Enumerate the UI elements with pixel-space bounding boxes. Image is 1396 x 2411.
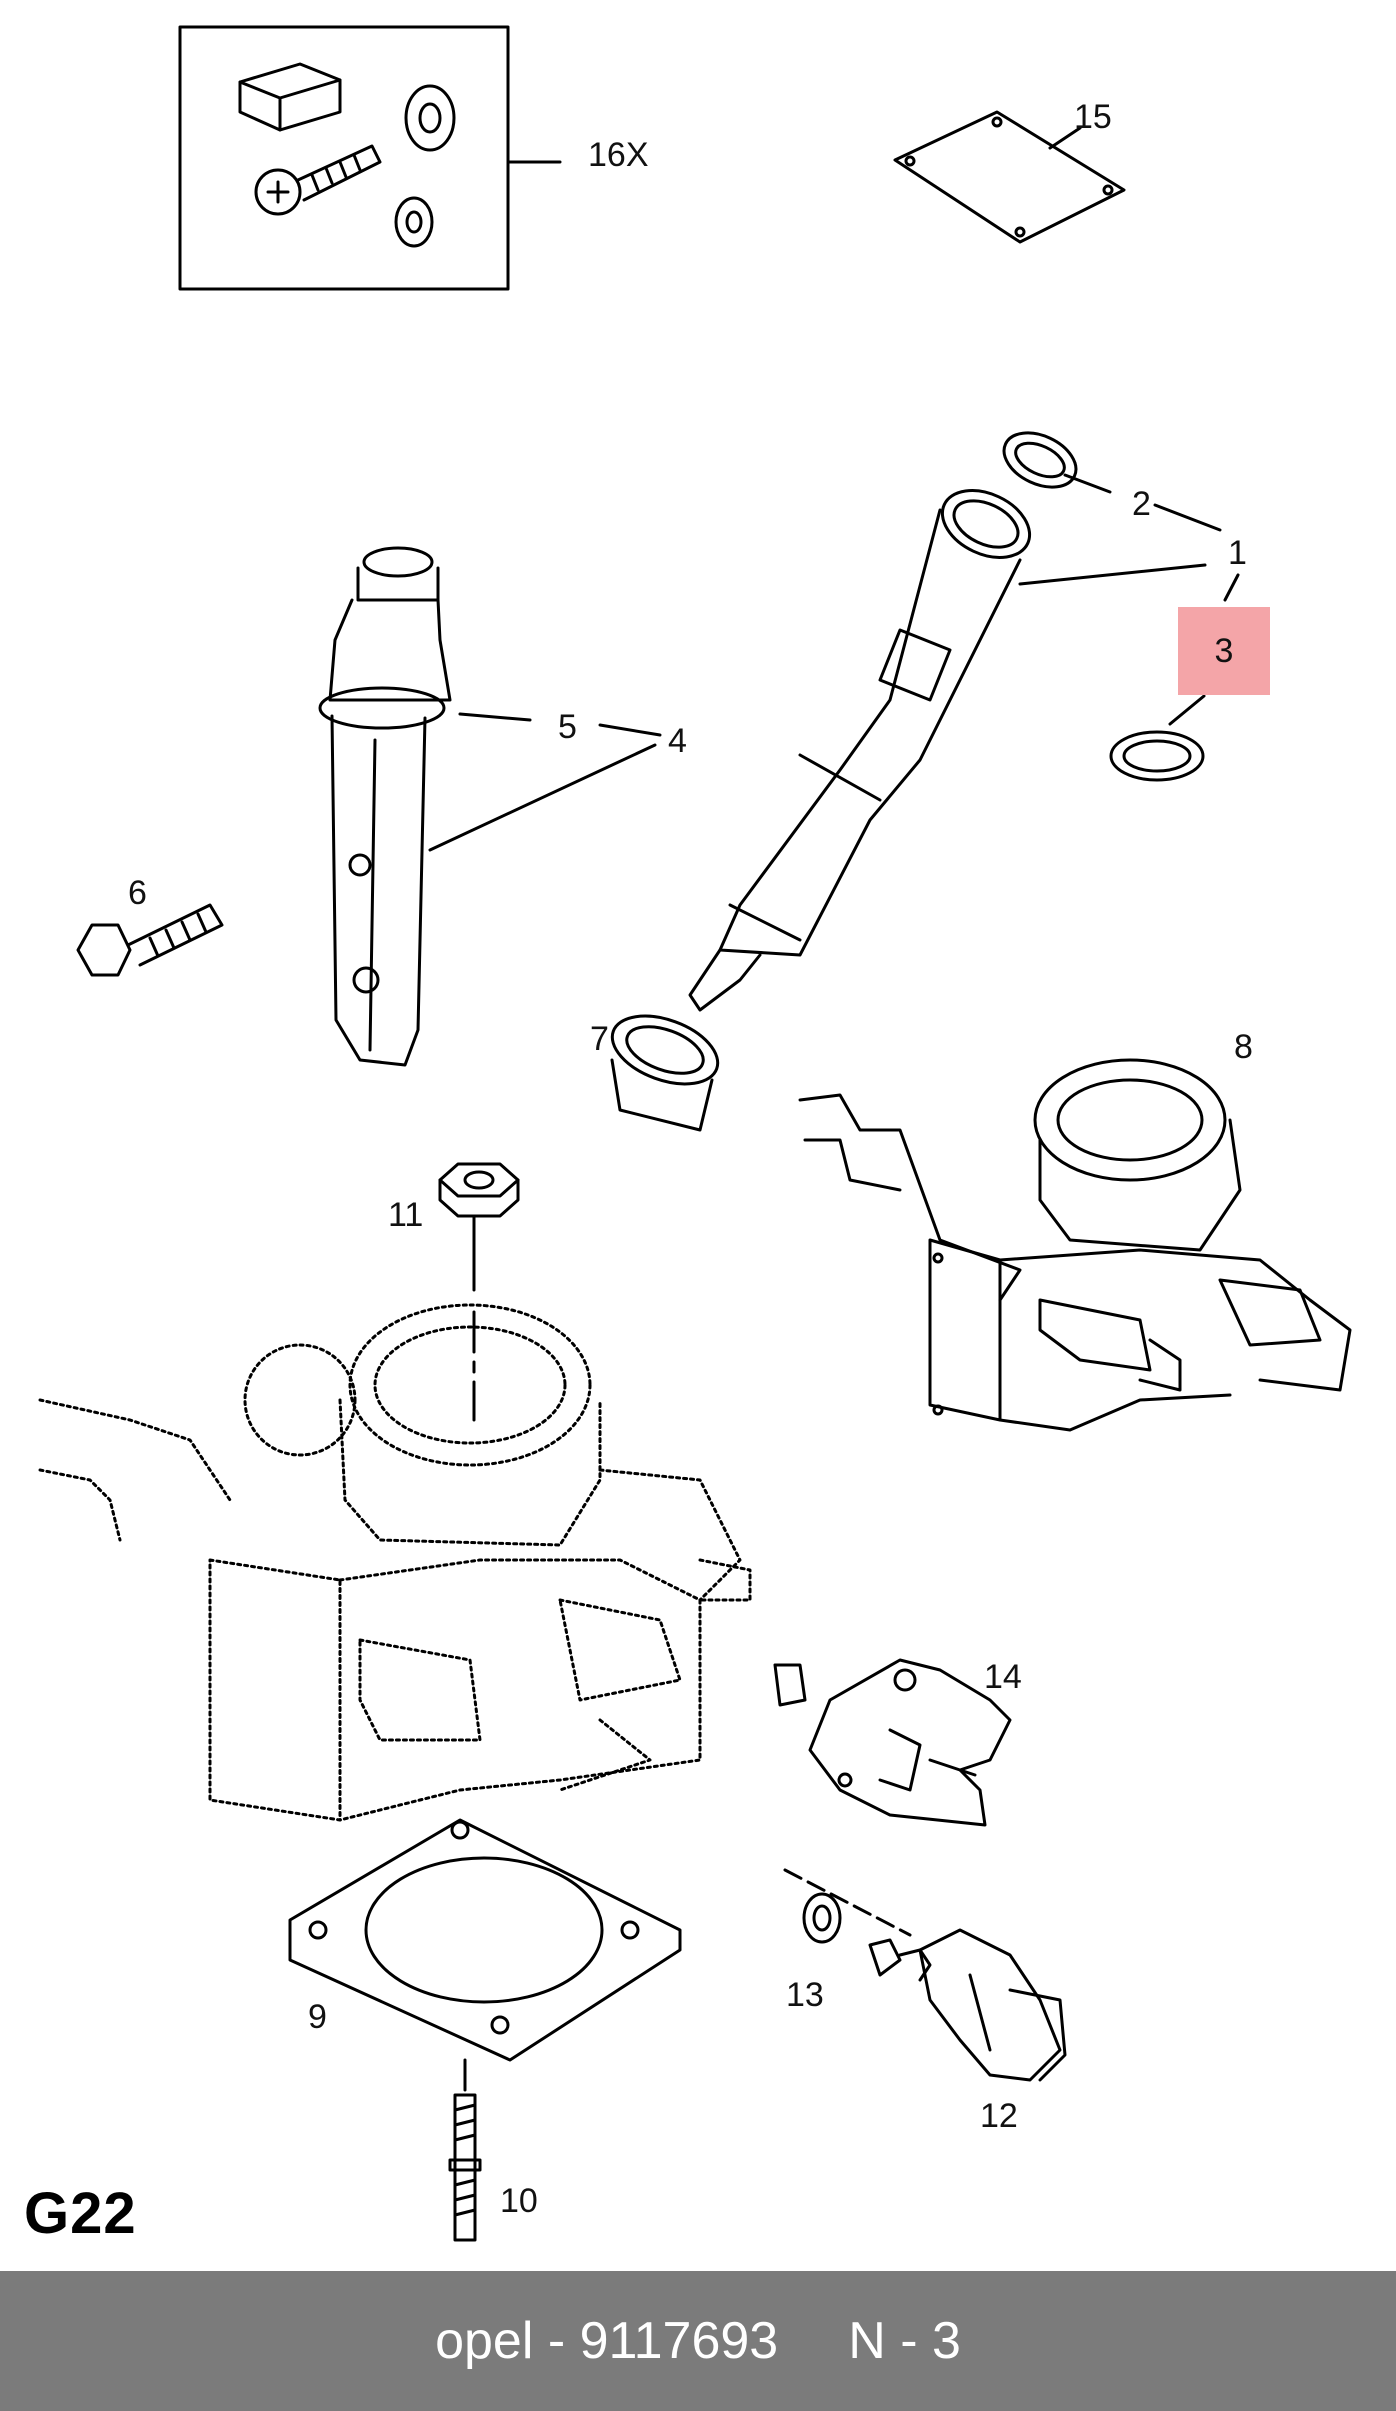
callout-7: 7	[590, 1020, 609, 1058]
throttle-body-part-8	[798, 1058, 1352, 1432]
parts-diagram	[38, 25, 1352, 2242]
gasket-part-15	[893, 110, 1126, 244]
callout-6: 6	[128, 874, 147, 912]
nozzle-holder-part-4	[318, 546, 662, 1067]
position-text: N - 3	[848, 2312, 961, 2370]
gasket-part-9	[288, 1818, 682, 2062]
highlight-box	[1178, 607, 1270, 695]
nut-part-11	[438, 1162, 520, 1218]
seal-ring-part-7	[610, 1014, 720, 1132]
part-number-text: opel - 9117693	[435, 2312, 779, 2370]
callout-12: 12	[980, 2097, 1018, 2135]
idle-valve-part-12	[783, 1868, 1067, 2082]
callout-1: 1	[1228, 534, 1247, 572]
injector-part-1	[688, 431, 1240, 1012]
callout-10: 10	[500, 2182, 538, 2220]
callout-9: 9	[308, 1998, 327, 2036]
throttle-housing-dotted	[38, 1303, 752, 1822]
footer-bar: opel - 9117693 N - 3	[0, 2271, 1396, 2411]
callout-4: 4	[668, 722, 687, 760]
group-code-label: G22	[24, 2181, 137, 2246]
callout-3: 3	[1214, 631, 1234, 670]
bolt-part-6	[76, 903, 224, 977]
callout-11: 11	[388, 1196, 424, 1234]
callout-13: 13	[786, 1976, 824, 2014]
stud-part-10	[448, 2058, 482, 2242]
callout-2: 2	[1132, 485, 1151, 523]
kit-box-part-16	[178, 25, 562, 291]
callout-14: 14	[984, 1658, 1022, 1696]
callout-16x: 16X	[588, 136, 649, 174]
callout-5: 5	[558, 708, 577, 746]
sensor-part-14	[773, 1658, 1012, 1827]
callout-15: 15	[1074, 98, 1112, 136]
callout-8: 8	[1234, 1028, 1253, 1066]
